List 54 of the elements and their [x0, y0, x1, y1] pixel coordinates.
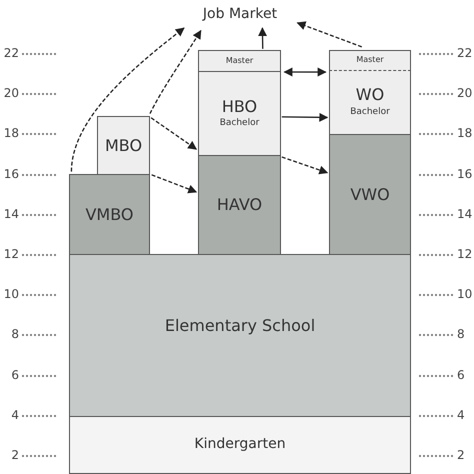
age-label: 22 — [4, 46, 19, 60]
age-label: 4 — [457, 408, 465, 422]
age-label: 12 — [4, 247, 19, 261]
degree-label: Bachelor — [220, 119, 260, 130]
degree-block — [198, 50, 281, 72]
school-block — [329, 134, 411, 255]
block-label: Elementary School — [164, 317, 316, 335]
age-label: 16 — [457, 166, 472, 181]
school-block — [69, 416, 411, 474]
arrow — [151, 174, 198, 194]
arrow — [258, 27, 268, 49]
age-label: 22 — [457, 46, 472, 60]
block-label: HAVO — [216, 196, 262, 214]
school-block — [198, 71, 281, 156]
arrow — [282, 156, 328, 174]
degree-label: Bachelor — [350, 108, 390, 118]
arrow — [149, 30, 202, 114]
age-label: 12 — [457, 247, 472, 261]
age-label: 18 — [457, 126, 472, 140]
block-label: WO — [356, 86, 384, 104]
age-label: 2 — [11, 448, 19, 462]
arrow — [150, 117, 198, 150]
age-label: 16 — [4, 166, 19, 181]
block-label: VWO — [350, 186, 390, 204]
block-label: HBO — [222, 98, 258, 116]
block-label: MBO — [104, 136, 142, 154]
school-block — [198, 155, 281, 255]
destination-text: Job Market — [202, 7, 278, 23]
school-block — [97, 116, 150, 175]
age-label: 8 — [457, 327, 465, 342]
degree-block — [329, 50, 411, 71]
age-label: 10 — [457, 287, 472, 302]
age-label: 4 — [11, 408, 19, 422]
arrow — [296, 21, 362, 48]
age-label: 18 — [4, 126, 19, 140]
age-label: 20 — [4, 86, 19, 100]
age-label: 2 — [457, 448, 465, 462]
age-label: 20 — [457, 86, 472, 100]
block-label: VMBO — [85, 206, 134, 224]
age-label: 14 — [457, 206, 472, 221]
arrow — [70, 27, 185, 172]
age-label: 8 — [11, 327, 19, 342]
block-label: Master — [356, 56, 384, 65]
age-label: 14 — [4, 206, 19, 221]
arrow — [283, 68, 327, 77]
arrow — [282, 112, 328, 122]
age-label: 6 — [457, 368, 465, 382]
block-label: Master — [226, 56, 254, 66]
school-block — [329, 70, 411, 135]
age-label: 6 — [11, 368, 19, 382]
school-block — [69, 254, 411, 417]
school-block — [69, 174, 150, 255]
block-label: Kindergarten — [194, 437, 286, 453]
age-label: 10 — [4, 287, 19, 302]
